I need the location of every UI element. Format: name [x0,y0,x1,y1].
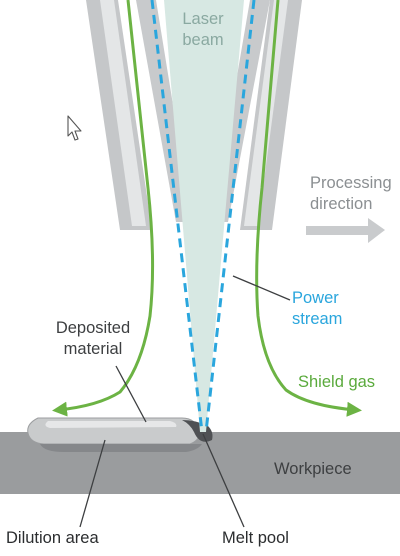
dilution-area [40,444,202,452]
laser-beam-label-line-1: Laser [182,10,224,28]
melt-pool-leader [202,433,245,528]
processing-direction-label: Processing direction [310,173,392,215]
shield-gas-left [52,0,155,417]
melt-pool-label-text: Melt pool [222,529,289,547]
melt-pool-label: Melt pool [222,528,289,549]
nozzle-left-highlight [100,0,146,226]
deposited-material-label-line-2: material [63,340,123,358]
powder-stream-right [204,0,256,433]
shield-gas-label: Shield gas [298,372,375,393]
workpiece-label-text: Workpiece [274,460,352,478]
laser-beam-label-line-2: beam [182,31,224,49]
processing-direction-arrow [306,218,385,243]
shield-gas-label-text: Shield gas [298,373,376,391]
processing-direction-label-line-2: direction [310,195,373,213]
deposited-material-leader [115,365,147,423]
dilution-area-label: Dilution area [6,528,99,549]
power-stream-label: Power stream [292,288,342,330]
shield-gas-right [255,0,362,417]
power-stream-label-line-2: stream [292,310,343,328]
laser-beam [164,0,244,432]
nozzle-right-highlight [244,0,288,226]
deposited-material-label-line-1: Deposited [55,319,131,337]
dilution-area-leader [79,439,106,528]
workpiece-label: Workpiece [274,459,352,480]
deposited-material-label: Deposited material [34,318,152,360]
mouse-pointer-icon [67,115,82,141]
laser-beam-label: Laser beam [172,9,234,51]
processing-direction-label-line-1: Processing [310,174,392,192]
dilution-area-label-text: Dilution area [6,529,99,547]
power-stream-leader [232,275,291,301]
deposited-material-highlight [45,421,177,428]
power-stream-label-line-1: Power [292,289,339,307]
powder-stream-left [150,0,204,433]
